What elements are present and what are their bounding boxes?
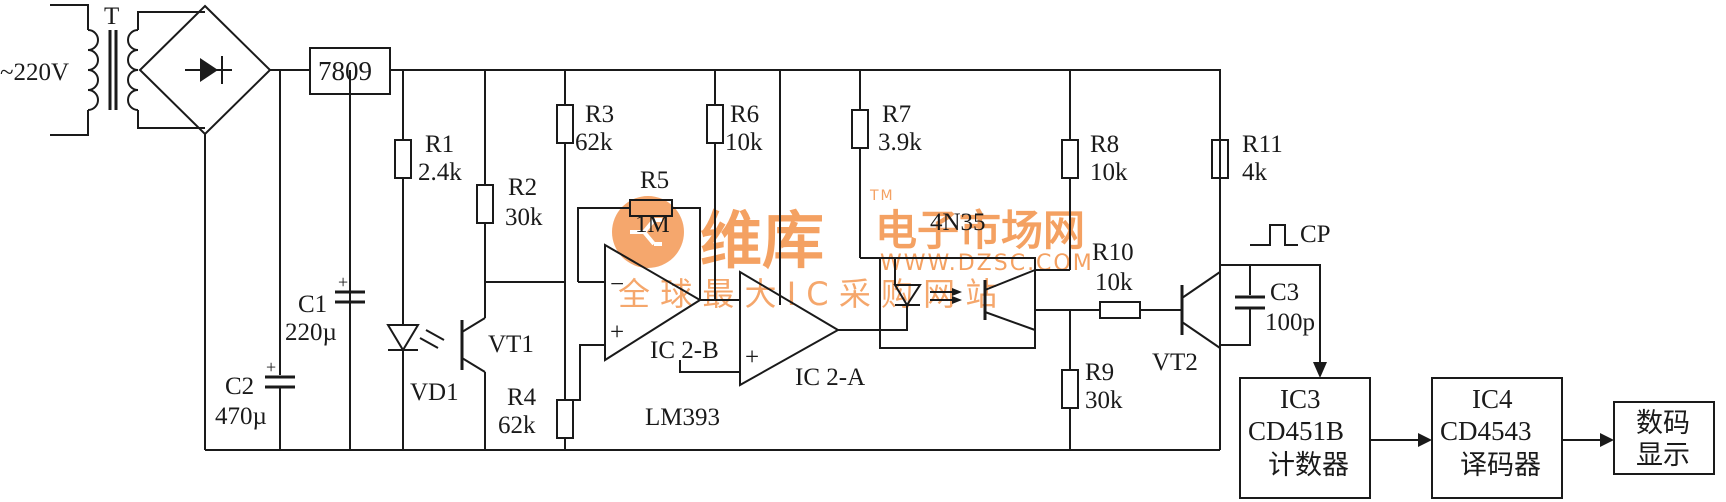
ic3-line3: 计数器 [1268,450,1349,480]
ic4-line1: IC4 [1472,384,1513,414]
resistor-r1: R1 2.4k [394,70,462,325]
decoder-block-ic4: IC4 CD4543 译码器 [1431,377,1563,499]
svg-text:−: − [610,271,624,298]
ic2b-label: IC 2-B [650,337,719,364]
c2-label: C2 [225,373,254,400]
watermark-tm: TM [869,188,895,204]
r3-label: R3 [585,101,614,128]
r8-value: 10k [1090,159,1128,186]
resistor-r8: R8 10k [1035,70,1128,271]
c3-value: 100p [1265,309,1315,336]
r2-value: 30k [505,204,543,231]
capacitor-c2: + C2 470µ [215,70,295,450]
r9-label: R9 [1085,359,1114,386]
counter-block-ic3: IC3 CD451B 计数器 [1239,377,1371,499]
resistor-r7: R7 3.9k [851,70,922,258]
r5-label: R5 [640,167,669,194]
vt1-label: VT1 [488,331,534,358]
c1-value: 220µ [285,319,337,346]
resistor-r6: R6 10k [700,70,763,301]
r9-value: 30k [1085,387,1123,414]
r6-label: R6 [730,101,759,128]
capacitor-c1: + C1 220µ [285,70,365,346]
r11-label: R11 [1242,131,1283,158]
resistor-r4: R4 62k [498,384,574,450]
bridge-rectifier [138,4,310,450]
resistor-r3: R3 62k [556,70,614,400]
ic4-line3: 译码器 [1460,450,1541,480]
capacitor-c3: C3 100p [1220,264,1315,346]
vd1-label: VD1 [410,379,459,406]
r3-value: 62k [575,129,613,156]
transistor-vt2: VT2 [1152,271,1221,376]
cp-label: CP [1300,221,1331,248]
resistor-r5: R5 1M [577,167,701,300]
r4-label: R4 [507,384,537,411]
comparator-ic2b: − + IC 2-B [565,243,719,401]
r4-value: 62k [498,412,536,439]
vt2-label: VT2 [1152,349,1198,376]
r8-label: R8 [1090,131,1119,158]
mains-label: ~220V [0,59,69,86]
r5-value: 1M [635,211,670,238]
resistor-r10: R10 10k [1070,239,1182,319]
resistor-r11: R11 4k [1211,70,1283,265]
watermark-url: WWW.DZSC.COM [880,251,1094,276]
optocoupler-4n35: 4N35 [860,209,1036,349]
transformer-label: T [104,3,119,30]
watermark-brand: 维库 [700,204,824,277]
lm393-label: LM393 [645,404,720,431]
c2-value: 470µ [215,403,267,430]
ic3-line2: CD451B [1248,416,1344,446]
r7-label: R7 [882,101,911,128]
r11-value: 4k [1242,159,1268,186]
r1-value: 2.4k [418,159,462,186]
r7-value: 3.9k [878,129,922,156]
display-line1: 数码 [1636,408,1690,438]
svg-text:+: + [266,357,276,377]
c1-label: C1 [298,291,327,318]
r1-label: R1 [425,131,454,158]
c3-label: C3 [1270,279,1299,306]
display-block: 数码 显示 [1613,401,1715,475]
led-vd1: VD1 [386,324,459,450]
display-line2: 显示 [1636,440,1690,470]
resistor-r9: R9 30k [1034,309,1123,450]
watermark-slogan: 全 球 最 大 I C 采 购 网 站 [618,275,997,313]
watermark-title: 电子市场网 [875,206,1085,255]
r10-value: 10k [1095,269,1133,296]
comparator-ic2a: + IC 2-A LM393 [645,70,880,431]
transistor-vt1: VT1 [460,281,565,450]
ic2a-label: IC 2-A [795,364,865,391]
r6-value: 10k [725,129,763,156]
watermark: 维库 TM 电子市场网 WWW.DZSC.COM 全 球 最 大 I C 采 购… [612,188,1094,313]
ic3-line1: IC3 [1280,384,1321,414]
svg-text:+: + [338,272,348,292]
svg-text:+: + [610,319,624,346]
optocoupler-label: 4N35 [930,209,986,236]
regulator-label: 7809 [318,56,372,86]
svg-text:+: + [745,344,759,371]
r2-label: R2 [508,174,537,201]
resistor-r2: R2 30k [476,70,543,282]
ic4-line2: CD4543 [1440,416,1532,446]
clock-pulse: CP [1220,221,1331,378]
r10-label: R10 [1092,239,1134,266]
transformer: T ~220V [0,3,205,136]
